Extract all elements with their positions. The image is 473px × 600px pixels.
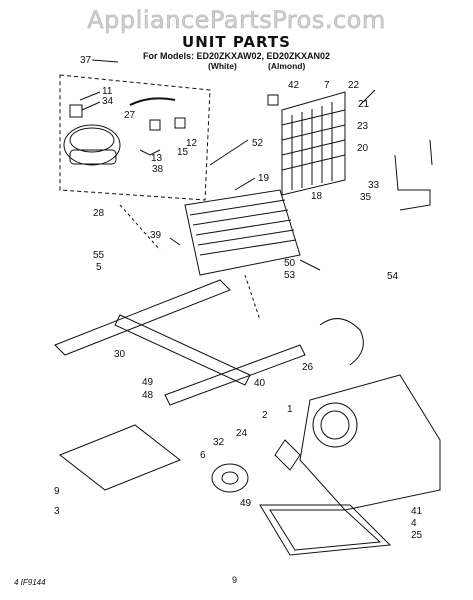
- callout: 2: [262, 410, 268, 421]
- callout: 11: [102, 86, 113, 97]
- callout: 26: [302, 362, 314, 373]
- callout: 42: [288, 80, 300, 91]
- callout: 50: [284, 258, 296, 269]
- callout: 53: [284, 270, 296, 281]
- callout: 18: [311, 191, 323, 202]
- callout: 12: [186, 138, 198, 149]
- color-white-label: (White): [208, 61, 237, 71]
- relay-part: [69, 104, 83, 118]
- callout: 25: [411, 530, 423, 541]
- callout: 4: [411, 518, 417, 529]
- page-number: 9: [232, 575, 238, 585]
- callout: 48: [142, 390, 154, 401]
- drain-pan: [259, 504, 392, 556]
- callout: 41: [411, 506, 423, 517]
- callout: 15: [177, 147, 189, 158]
- callout: 33: [368, 180, 380, 191]
- callout: 3: [54, 506, 60, 517]
- callout-labels: 37 11 34 27 12 15 13 38 28 42 7 22 21 23…: [54, 55, 423, 541]
- callout: 55: [93, 250, 105, 261]
- callout: 19: [258, 173, 270, 184]
- callout: 23: [357, 121, 369, 132]
- callout: 7: [324, 80, 330, 91]
- fan-motor: [211, 463, 249, 493]
- callout: 21: [358, 99, 370, 110]
- callout: 34: [102, 96, 114, 107]
- wiring-harness: [319, 318, 364, 366]
- fan-bracket: [299, 374, 441, 511]
- callout: 38: [152, 164, 164, 175]
- callout: 49: [142, 377, 154, 388]
- callout: 37: [80, 55, 92, 66]
- callout: 39: [150, 230, 162, 241]
- callout: 20: [357, 143, 369, 154]
- callout: 40: [254, 378, 266, 389]
- compressor: [63, 124, 121, 166]
- callout: 54: [387, 271, 399, 282]
- fan-blade: [274, 439, 301, 471]
- frame-rail-left: [54, 279, 231, 356]
- callout: 32: [213, 437, 225, 448]
- callout: 13: [151, 153, 163, 164]
- page-title: UNIT PARTS: [182, 33, 291, 51]
- callout: 24: [236, 428, 248, 439]
- callout: 28: [93, 208, 105, 219]
- callout: 49: [240, 498, 252, 509]
- callout: 22: [348, 80, 360, 91]
- evaporator: [184, 189, 301, 276]
- callout: 27: [124, 110, 136, 121]
- callout: 5: [96, 262, 102, 273]
- callout: 9: [54, 486, 60, 497]
- callout: 30: [114, 349, 126, 360]
- document-code: 4 IF9144: [14, 578, 46, 587]
- callout: 52: [252, 138, 264, 149]
- tubing: [394, 154, 431, 211]
- model-numbers: For Models: ED20ZKXAW02, ED20ZKXAN02: [142, 51, 331, 61]
- compressor-group-outline: [59, 74, 211, 201]
- condenser-coil: [281, 91, 346, 196]
- callout: 1: [287, 404, 293, 415]
- callout: 6: [200, 450, 206, 461]
- callout: 35: [360, 192, 372, 203]
- watermark: AppliancePartsPros.com: [87, 6, 386, 35]
- color-almond-label: (Almond): [268, 61, 306, 71]
- floor-plate: [59, 424, 181, 491]
- frame-rail-right: [164, 344, 306, 406]
